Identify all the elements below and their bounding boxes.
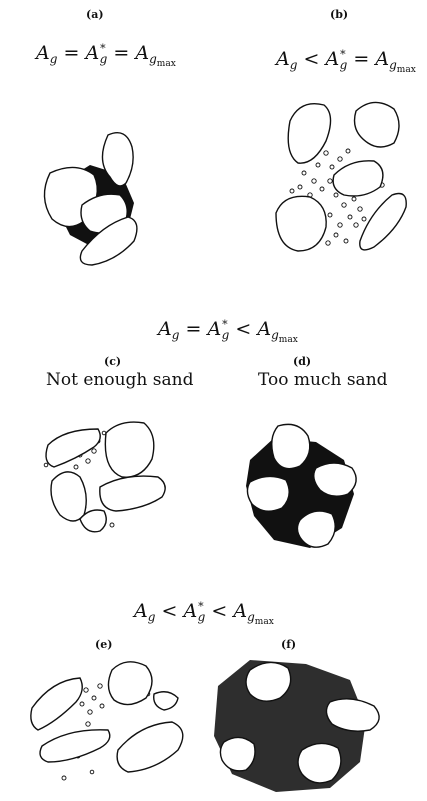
diagram-c [43,421,166,533]
equation-cd: Ag = A*g < Agmax [158,318,298,345]
stone-e1 [30,677,83,731]
diagram-e [30,661,184,781]
panel-label-c: (c) [104,355,122,368]
stone-d4 [296,510,336,548]
equation-a: Ag = A*g = Agmax [36,42,176,69]
stone-a2 [101,132,134,187]
stone-c5 [79,509,107,533]
stone-e5 [153,691,179,711]
stone-c1 [45,428,101,468]
stone-b5 [359,192,407,251]
panel-label-d: (d) [293,355,312,368]
stone-b4 [275,195,327,252]
stone-b1 [287,103,332,164]
diagram-d [246,423,357,548]
diagram-a [43,132,138,266]
diagram-f [214,660,380,792]
stone-e3 [39,729,111,763]
panel-label-a: (a) [86,8,104,21]
stone-f3 [219,736,256,772]
panel-label-e: (e) [95,638,113,651]
diagram-b [275,101,407,252]
panel-label-b: (b) [330,8,349,21]
caption-d: Too much sand [258,370,388,390]
stone-c3 [50,471,87,522]
stone-b2 [353,101,400,148]
stone-c2 [104,421,155,478]
stone-d3 [246,475,290,512]
stone-a4 [79,216,138,266]
stone-b3 [332,160,384,197]
stone-e4 [116,721,184,773]
stone-d2 [313,462,357,497]
equation-b: Ag < A*g = Agmax [276,48,416,75]
stone-f2 [325,698,380,732]
stone-d1 [271,423,311,470]
stone-f1 [245,661,292,702]
stone-f4 [297,742,342,784]
panel-label-f: (f) [281,638,297,651]
stone-e2 [107,661,153,706]
stone-c4 [99,475,166,512]
caption-c: Not enough sand [46,370,194,390]
equation-ef: Ag < A*g < Agmax [134,600,274,627]
